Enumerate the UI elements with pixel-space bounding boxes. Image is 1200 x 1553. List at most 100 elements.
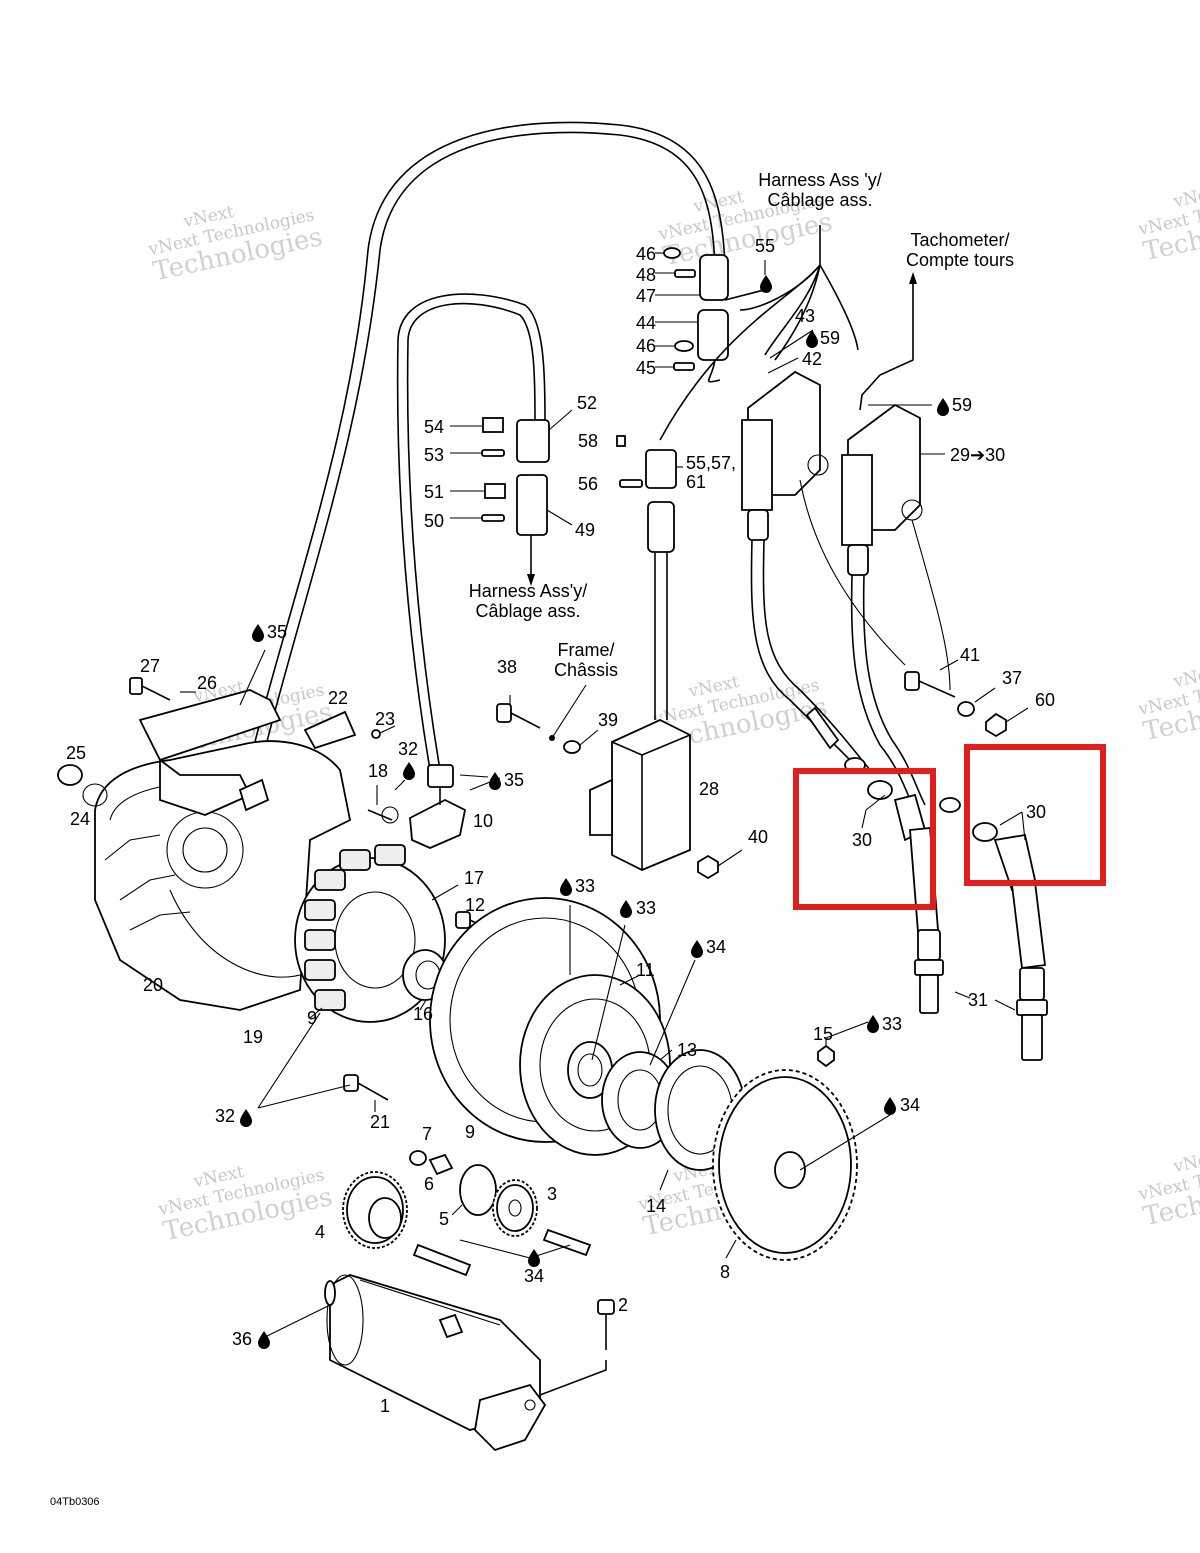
label-54: 54 xyxy=(424,417,444,437)
label-50: 50 xyxy=(424,511,444,531)
drop-icon xyxy=(258,1331,270,1349)
watermark-7: vNext vNext Technologies Technologies xyxy=(1136,182,1200,267)
caption-harness-mid-1: Harness Ass'y/ xyxy=(469,581,587,601)
highlight-box-right xyxy=(964,744,1106,886)
label-36: 36 xyxy=(232,1329,252,1349)
grommet-46a xyxy=(663,247,681,259)
drop-icons xyxy=(240,275,949,1349)
label-15: 15 xyxy=(813,1024,833,1044)
label-7: 7 xyxy=(422,1124,432,1144)
label-24: 24 xyxy=(70,809,90,829)
terminal-48 xyxy=(674,269,696,278)
label-30a: 30 xyxy=(852,830,872,850)
label-11: 11 xyxy=(636,960,655,980)
connector-55-57-61 xyxy=(645,449,677,489)
drop-icon xyxy=(806,330,818,348)
drop-icon xyxy=(760,275,772,293)
connector-52 xyxy=(516,419,550,463)
frame-bolt xyxy=(496,684,599,754)
label-2: 2 xyxy=(618,1295,628,1315)
label-18: 18 xyxy=(368,761,388,781)
label-22: 22 xyxy=(328,688,348,708)
long-cables xyxy=(242,121,726,791)
part-labels: 46 48 47 44 46 45 55 43 59 42 59 29➔30 5… xyxy=(66,236,1055,1416)
plug-58 xyxy=(616,435,626,447)
label-8: 8 xyxy=(720,1262,730,1282)
label-12: 12 xyxy=(465,895,485,915)
watermark-8: vNext vNext Technologies Technologies xyxy=(1136,662,1200,747)
drop-icon xyxy=(867,1015,879,1033)
label-40: 40 xyxy=(748,827,768,847)
label-23: 23 xyxy=(375,709,395,729)
label-3: 3 xyxy=(547,1184,557,1204)
spark-plug-caps xyxy=(844,757,1048,1061)
label-14: 14 xyxy=(646,1196,666,1216)
drop-icon xyxy=(691,940,703,958)
terminal-56 xyxy=(619,479,643,488)
label-21: 21 xyxy=(370,1112,390,1132)
label-10: 10 xyxy=(473,811,493,831)
leaders xyxy=(469,260,945,791)
label-19: 19 xyxy=(243,1027,263,1047)
ignition-coils xyxy=(741,370,951,811)
label-45: 45 xyxy=(636,358,656,378)
connector-44 xyxy=(697,309,729,361)
label-55: 55 xyxy=(755,236,775,256)
connector-54 xyxy=(482,417,504,433)
label-34b: 34 xyxy=(900,1095,920,1115)
grommet-46b xyxy=(674,340,694,352)
caption-frame-1: Frame/ xyxy=(557,640,614,660)
label-49: 49 xyxy=(575,520,595,540)
label-31: 31 xyxy=(968,990,988,1010)
connector-49 xyxy=(516,474,548,536)
label-59b: 59 xyxy=(952,395,972,415)
label-34c: 34 xyxy=(524,1266,544,1286)
label-56: 56 xyxy=(578,474,598,494)
watermark-1: vNext vNext Technologies Technologies xyxy=(146,202,325,287)
label-58: 58 xyxy=(578,431,598,451)
label-20: 20 xyxy=(143,975,163,995)
terminal-50 xyxy=(481,514,505,522)
drop-icon xyxy=(620,900,632,918)
connector-51 xyxy=(484,483,506,499)
label-46a: 46 xyxy=(636,244,656,264)
label-34a: 34 xyxy=(706,937,726,957)
caption-tacho-1: Tachometer/ xyxy=(910,230,1009,250)
label-53: 53 xyxy=(424,445,444,465)
label-33a: 33 xyxy=(575,876,595,896)
connector-group-mid xyxy=(450,409,683,586)
label-29: 29➔30 xyxy=(950,445,1005,465)
label-38: 38 xyxy=(497,657,517,677)
drop-icon xyxy=(403,762,415,780)
captions: Harness Ass 'y/ Câblage ass. Tachometer/… xyxy=(469,170,1014,680)
label-42: 42 xyxy=(802,349,822,369)
pickup-10 xyxy=(394,764,489,849)
label-39: 39 xyxy=(598,710,618,730)
label-51: 51 xyxy=(424,482,444,502)
module-28 xyxy=(589,501,743,880)
watermark-9: vNext vNext Technologies Technologies xyxy=(1136,1147,1200,1232)
label-35b: 35 xyxy=(504,770,524,790)
label-47: 47 xyxy=(636,286,656,306)
connector-stack-top xyxy=(655,247,729,383)
watermark-5: vNext vNext Technologies Technologies xyxy=(156,1162,335,1247)
label-28: 28 xyxy=(699,779,719,799)
label-16: 16 xyxy=(413,1004,433,1024)
drop-icon xyxy=(240,1109,252,1127)
label-9a: 9 xyxy=(307,1008,317,1028)
drop-icon xyxy=(489,772,501,790)
flywheel xyxy=(429,897,671,1156)
label-60: 60 xyxy=(1035,690,1055,710)
label-17: 17 xyxy=(464,868,484,888)
gear-train xyxy=(342,1150,592,1277)
drawing-code: 04Tb0306 xyxy=(50,1496,100,1508)
label-25: 25 xyxy=(66,743,86,763)
connector-47 xyxy=(699,254,729,301)
lead-end-left xyxy=(805,706,840,750)
label-35a: 35 xyxy=(267,622,287,642)
label-6: 6 xyxy=(424,1174,434,1194)
caption-harness-mid-2: Câblage ass. xyxy=(475,601,580,621)
harness-bundle xyxy=(659,225,917,441)
starter-motor-1 xyxy=(262,1274,615,1452)
